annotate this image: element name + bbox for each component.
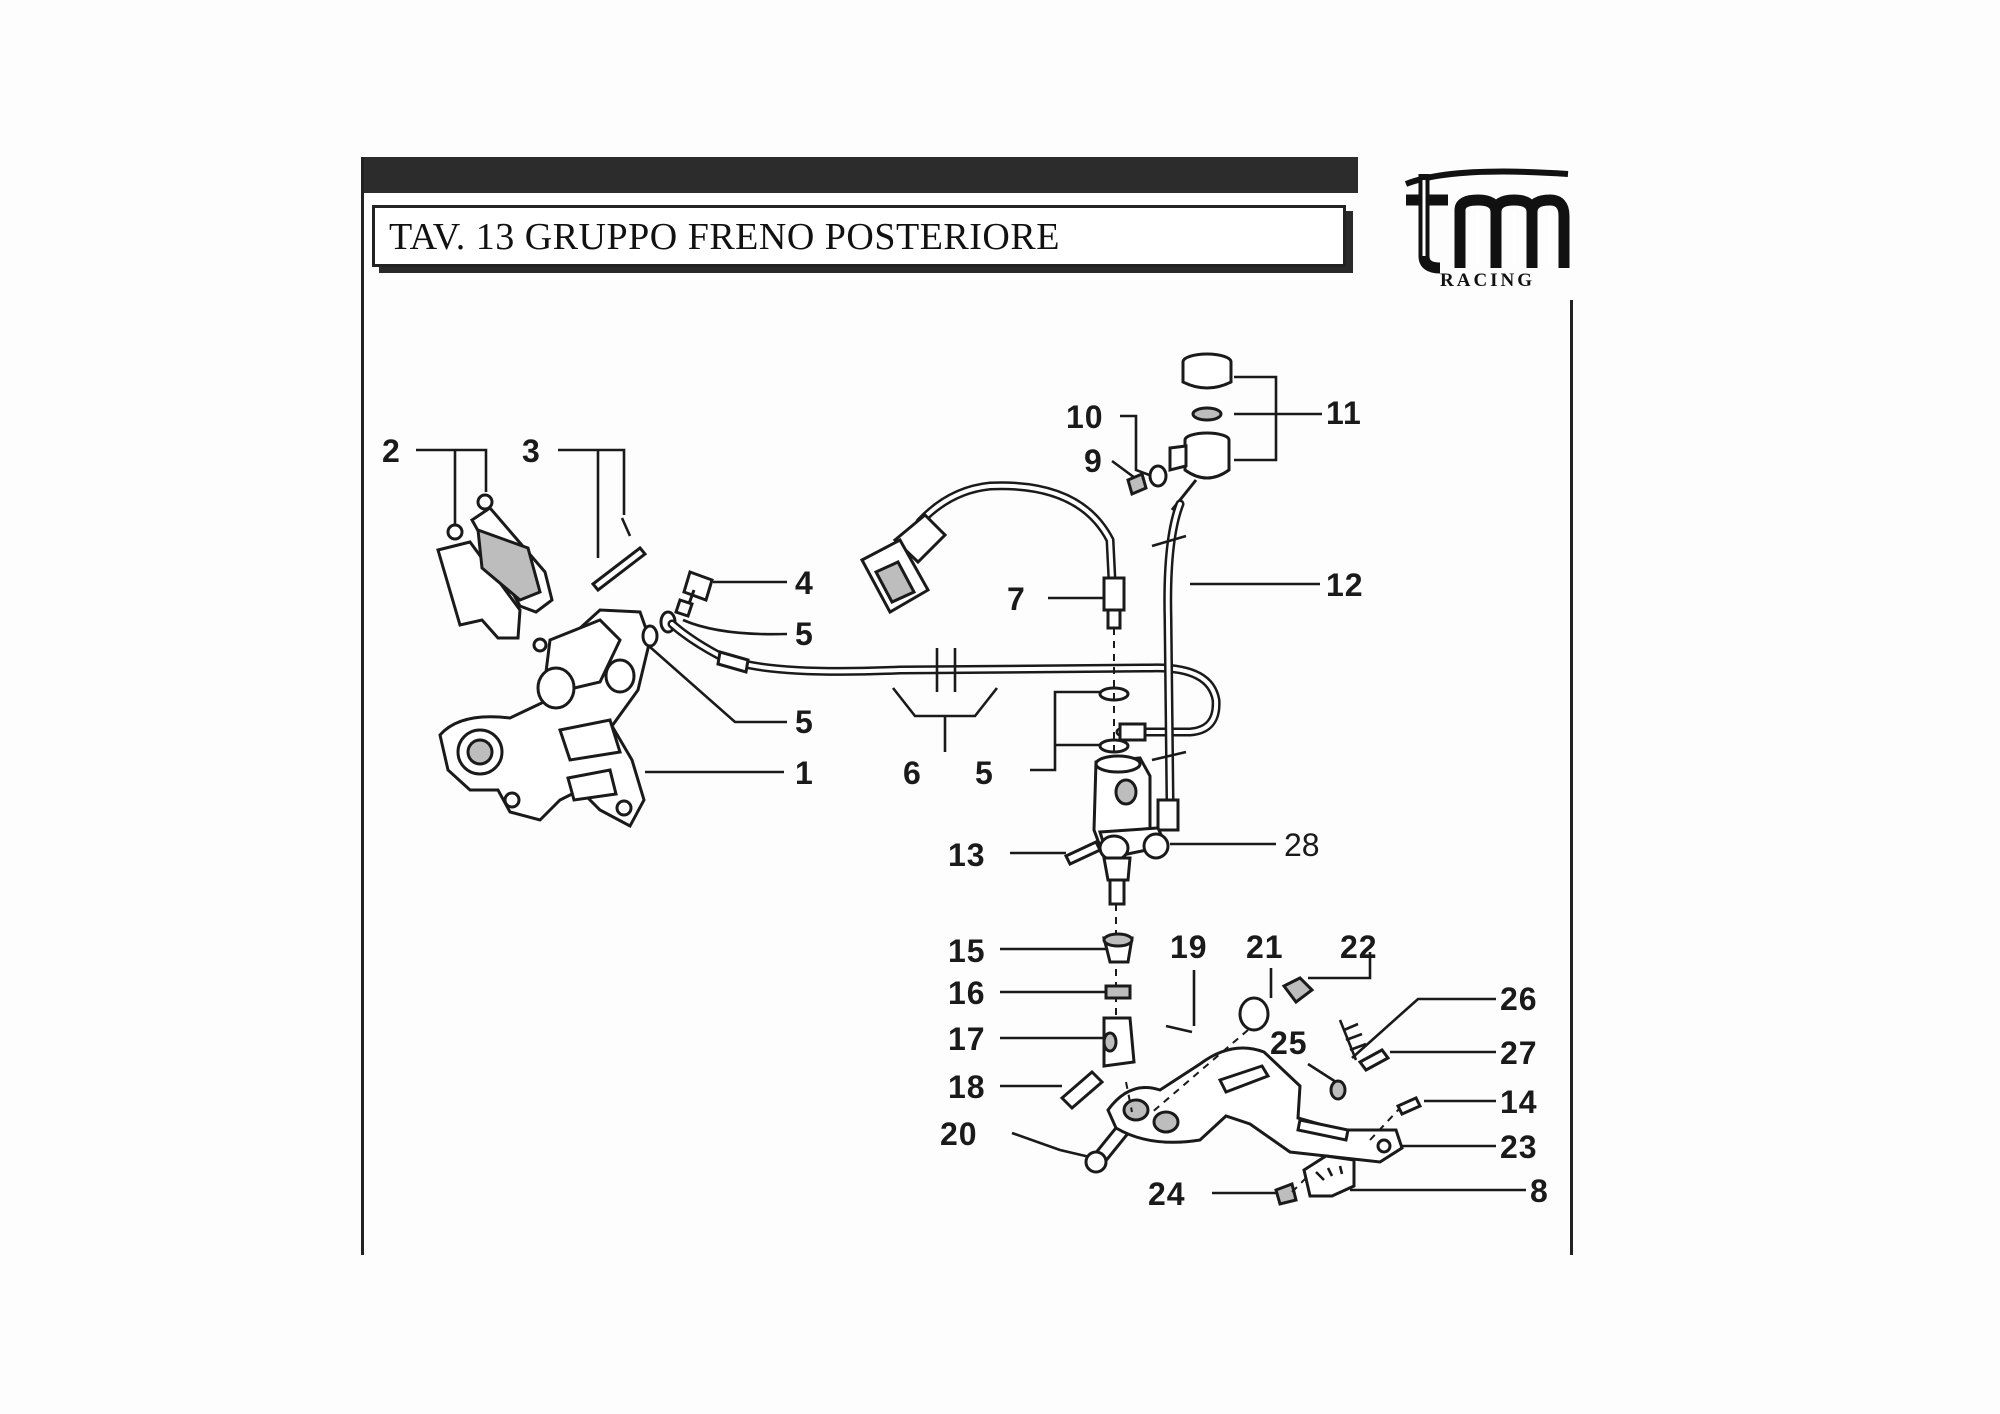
clevis-17 [1102, 1016, 1136, 1068]
callout-labels: 2 3 4 5 5 1 6 5 7 10 9 11 12 28 13 15 16… [382, 395, 1549, 1212]
tm-racing-logo [1404, 168, 1570, 274]
callout-12: 12 [1326, 567, 1364, 603]
callout-16: 16 [948, 975, 986, 1011]
reservoir-hose [1151, 499, 1187, 832]
callout-28: 28 [1284, 827, 1320, 863]
callout-21: 21 [1246, 929, 1284, 965]
callout-3: 3 [522, 433, 541, 469]
washer-10 [1148, 464, 1168, 488]
pad-pin [590, 517, 648, 593]
bushing-21 [1238, 996, 1270, 1032]
callout-19: 19 [1170, 929, 1208, 965]
callout-22: 22 [1340, 929, 1378, 965]
callout-1: 1 [795, 755, 814, 791]
callout-26: 26 [1500, 981, 1538, 1017]
brake-hose-upper [859, 481, 1126, 630]
callout-5-top: 5 [795, 616, 814, 652]
master-cylinder [1092, 754, 1170, 906]
callout-24: 24 [1148, 1176, 1186, 1212]
pedal-tip-8 [1302, 1154, 1356, 1198]
spring-26 [1338, 1019, 1367, 1061]
nut-16 [1104, 984, 1132, 1000]
callout-5-center: 5 [975, 755, 994, 791]
washer-left [641, 624, 659, 648]
callout-27: 27 [1500, 1035, 1538, 1071]
fluid-reservoir [1168, 352, 1233, 511]
callout-5-left: 5 [795, 704, 814, 740]
page-title: TAV. 13 GRUPPO FRENO POSTERIORE [389, 216, 1060, 258]
screw-14 [1395, 1096, 1423, 1116]
brake-pads [436, 493, 554, 640]
callout-13: 13 [948, 837, 986, 873]
header-bar [363, 157, 1358, 193]
callout-20: 20 [940, 1116, 978, 1152]
callout-18: 18 [948, 1069, 986, 1105]
banjo-bolt [674, 570, 714, 618]
pin-18 [1059, 1069, 1105, 1111]
cotter-19 [1165, 1024, 1193, 1034]
callout-10: 10 [1066, 399, 1104, 435]
callout-9: 9 [1084, 443, 1103, 479]
left-frame-rule [361, 157, 364, 1255]
nut-22 [1281, 976, 1315, 1005]
nut-9 [1126, 471, 1148, 497]
callout-17: 17 [948, 1021, 986, 1057]
callout-6: 6 [903, 755, 922, 791]
brake-pedal [1106, 1046, 1404, 1164]
callout-4: 4 [795, 565, 814, 601]
callout-23: 23 [1500, 1129, 1538, 1165]
callout-15: 15 [948, 933, 986, 969]
nut-24 [1274, 1182, 1298, 1206]
callout-14: 14 [1500, 1084, 1538, 1120]
callout-8: 8 [1530, 1173, 1549, 1209]
callout-25: 25 [1270, 1025, 1308, 1061]
callout-7: 7 [1007, 581, 1026, 617]
screw-27 [1357, 1048, 1391, 1072]
bolt-13 [1063, 840, 1103, 866]
title-box: TAV. 13 GRUPPO FRENO POSTERIORE [372, 205, 1346, 267]
brake-hose-lower [667, 619, 1221, 742]
callout-11: 11 [1326, 395, 1362, 431]
callout-2: 2 [382, 433, 401, 469]
right-frame-rule [1570, 300, 1573, 1255]
logo-subtitle: RACING [1440, 270, 1536, 291]
caliper-and-bracket [438, 608, 652, 829]
leader-lines [416, 375, 1526, 1195]
washer-25 [1329, 1079, 1347, 1101]
